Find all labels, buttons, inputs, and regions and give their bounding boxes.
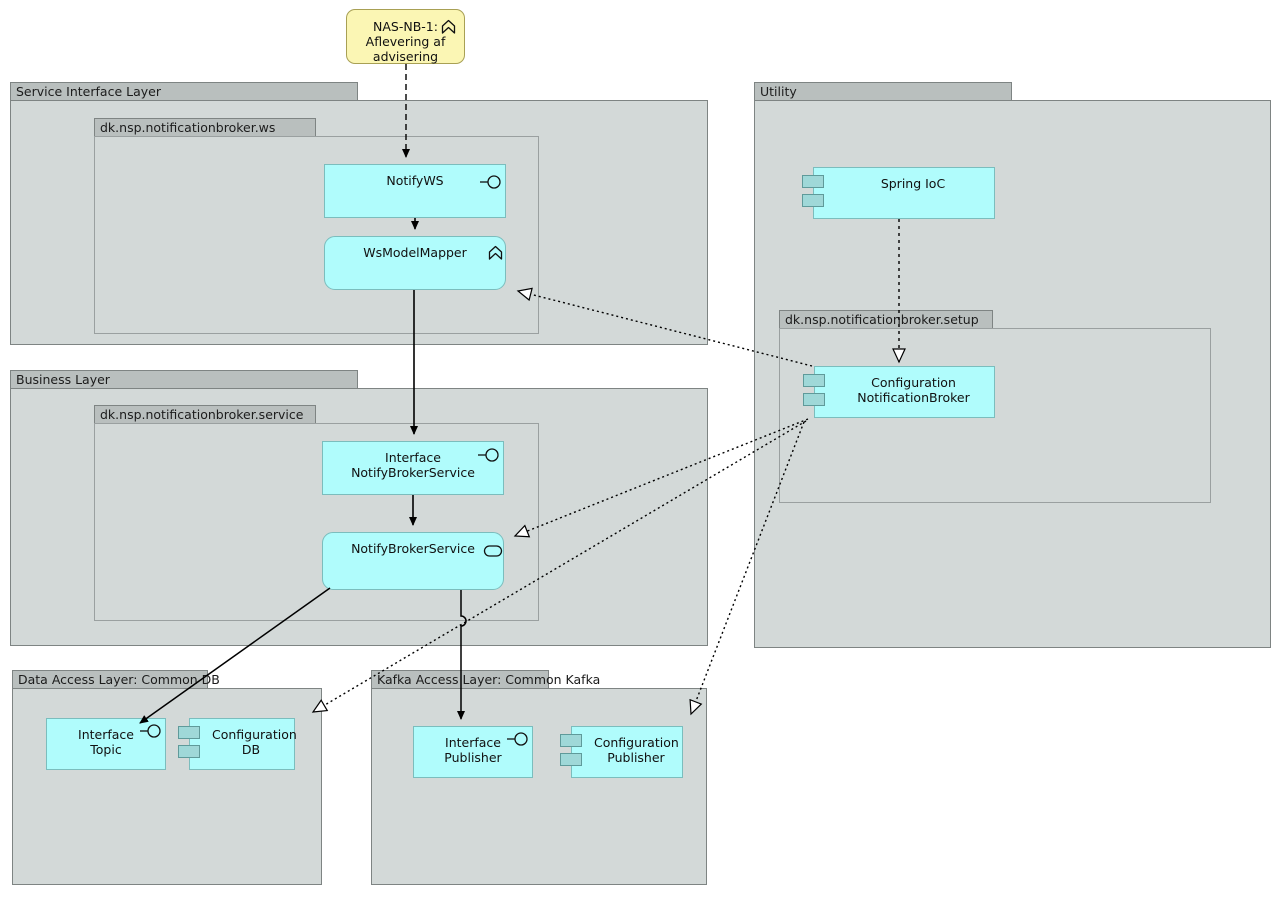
node-interface-publisher[interactable]: Interface Publisher [413,726,533,778]
component-icon [560,753,582,766]
node-configuration-db-label: Configuration DB [212,727,297,757]
chevron-up-icon [440,19,457,39]
node-notifybrokerservice-label: NotifyBrokerService [351,541,475,556]
node-configuration-db[interactable]: Configuration DB [189,718,297,770]
note-nas-nb-1[interactable]: NAS-NB-1: Aflevering af advisering [346,9,465,64]
node-notifyws-label: NotifyWS [386,173,444,188]
package-tab-setup[interactable]: dk.nsp.notificationbroker.setup [779,310,993,329]
node-spring-ioc[interactable]: Spring IoC [813,167,995,219]
component-icon [802,175,824,188]
node-configuration-notificationbroker[interactable]: Configuration NotificationBroker [814,366,995,418]
node-configuration-publisher[interactable]: Configuration Publisher [571,726,683,778]
provided-interface-icon [479,174,503,194]
package-tab-data-access-layer[interactable]: Data Access Layer: Common DB [12,670,220,689]
package-tab-utility[interactable]: Utility [754,82,1012,101]
node-wsmodelmapper[interactable]: WsModelMapper [324,236,506,290]
provided-interface-icon [506,731,530,751]
component-icon [560,734,582,747]
note-text: NAS-NB-1: Aflevering af advisering [365,19,446,64]
component-icon [802,194,824,207]
node-configuration-publisher-label: Configuration Publisher [594,735,679,765]
package-kafka-access-layer[interactable] [371,688,707,885]
node-configuration-notificationbroker-label: Configuration NotificationBroker [857,375,970,405]
node-notifyws[interactable]: NotifyWS [324,164,506,218]
component-icon [803,374,825,387]
package-tab-kafka-access-layer[interactable]: Kafka Access Layer: Common Kafka [371,670,600,689]
node-interface-topic-label: Interface Topic [78,727,134,757]
chevron-up-icon [487,245,504,265]
node-interface-topic[interactable]: Interface Topic [46,718,166,770]
package-tab-service-interface-layer[interactable]: Service Interface Layer [10,82,358,101]
node-wsmodelmapper-label: WsModelMapper [363,245,467,260]
package-tab-service[interactable]: dk.nsp.notificationbroker.service [94,405,316,424]
node-spring-ioc-label: Spring IoC [880,176,946,191]
rounded-rect-icon [483,543,503,562]
node-interface-publisher-label: Interface Publisher [444,735,502,765]
package-tab-ws[interactable]: dk.nsp.notificationbroker.ws [94,118,316,137]
provided-interface-icon [477,447,501,467]
component-icon [803,393,825,406]
node-interface-notifybrokerservice[interactable]: Interface NotifyBrokerService [322,441,504,495]
node-interface-notifybrokerservice-label: Interface NotifyBrokerService [351,450,475,480]
node-notifybrokerservice[interactable]: NotifyBrokerService [322,532,504,590]
package-tab-business-layer[interactable]: Business Layer [10,370,358,389]
component-icon [178,745,200,758]
provided-interface-icon [139,723,163,743]
component-icon [178,726,200,739]
